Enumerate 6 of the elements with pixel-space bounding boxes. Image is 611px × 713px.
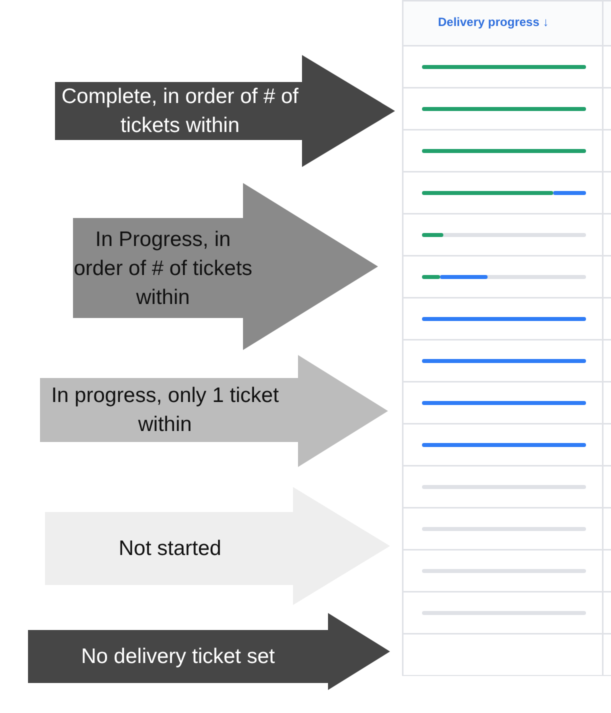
arrow-label: In Progress, in order of # of tickets within [73,226,253,310]
arrow-label: No delivery ticket set [81,644,275,670]
arrow-label: Complete, in order of # of tickets within [60,84,300,139]
column-header: Delivery progress ↓ [438,15,549,29]
arrow-label: Not started [118,536,222,562]
arrow-label: In progress, only 1 ticket within [50,383,280,438]
